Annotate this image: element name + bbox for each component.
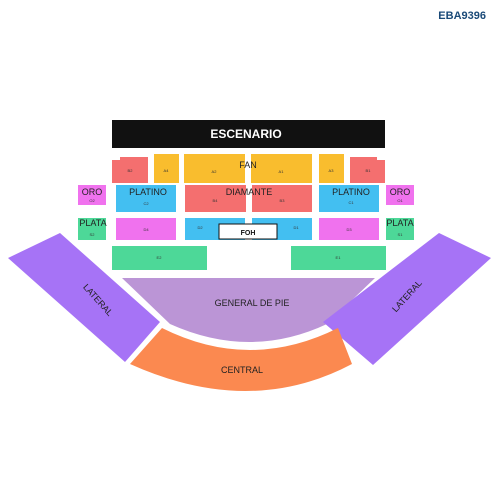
event-code: EBA9396: [438, 10, 486, 22]
section-e2[interactable]: E2: [112, 246, 207, 270]
section-lateral-right[interactable]: LATERAL: [323, 233, 491, 365]
svg-text:FOH: FOH: [241, 230, 256, 237]
section-lateral-left[interactable]: LATERAL: [8, 233, 160, 362]
svg-text:S1: S1: [398, 232, 404, 237]
svg-text:E2: E2: [157, 255, 163, 260]
svg-text:GENERAL DE PIE: GENERAL DE PIE: [215, 298, 290, 308]
svg-text:PLATA: PLATA: [79, 218, 106, 228]
svg-text:D1: D1: [293, 225, 299, 230]
svg-text:B2: B2: [128, 168, 134, 173]
svg-text:A4: A4: [164, 168, 170, 173]
svg-text:O1: O1: [397, 198, 403, 203]
svg-text:B4: B4: [213, 198, 219, 203]
section-s2[interactable]: PLATA S2: [78, 218, 107, 240]
svg-text:PLATINO: PLATINO: [332, 187, 370, 197]
svg-text:O2: O2: [89, 198, 95, 203]
section-a3[interactable]: A3: [319, 154, 344, 183]
stage: [112, 120, 385, 148]
svg-text:PLATINO: PLATINO: [129, 187, 167, 197]
svg-text:ORO: ORO: [390, 187, 411, 197]
svg-text:PLATA: PLATA: [386, 218, 413, 228]
svg-text:D4: D4: [143, 227, 149, 232]
svg-text:A1: A1: [279, 169, 285, 174]
stage-label: ESCENARIO: [210, 127, 281, 141]
section-d4[interactable]: D4: [116, 218, 176, 240]
diamante-label: DIAMANTE: [226, 187, 273, 197]
section-d3[interactable]: D3: [319, 218, 379, 240]
section-general-de-pie[interactable]: GENERAL DE PIE: [122, 278, 375, 342]
svg-text:ORO: ORO: [82, 187, 103, 197]
section-c2[interactable]: PLATINO C2: [116, 185, 176, 212]
svg-text:B3: B3: [280, 198, 286, 203]
svg-text:B1: B1: [366, 168, 372, 173]
section-a1[interactable]: A1: [251, 154, 312, 183]
section-b1[interactable]: B1: [350, 157, 385, 183]
svg-text:CENTRAL: CENTRAL: [221, 365, 263, 375]
svg-text:C1: C1: [348, 200, 354, 205]
svg-text:S2: S2: [90, 232, 96, 237]
svg-text:A3: A3: [329, 168, 335, 173]
svg-text:E1: E1: [336, 255, 342, 260]
section-e1[interactable]: E1: [291, 246, 386, 270]
section-central[interactable]: CENTRAL: [130, 328, 352, 391]
svg-text:C2: C2: [143, 201, 149, 206]
section-b2[interactable]: B2: [112, 157, 148, 183]
section-a2[interactable]: A2: [184, 154, 245, 183]
section-b3[interactable]: B3: [252, 185, 312, 212]
svg-text:A2: A2: [212, 169, 218, 174]
svg-text:D2: D2: [197, 225, 203, 230]
section-o2[interactable]: ORO O2: [78, 185, 106, 205]
fan-label: FAN: [239, 160, 257, 170]
foh-booth: FOH: [218, 223, 278, 240]
section-a4[interactable]: A4: [154, 154, 179, 183]
section-c1[interactable]: PLATINO C1: [319, 185, 379, 212]
svg-text:D3: D3: [346, 227, 352, 232]
section-o1[interactable]: ORO O1: [386, 185, 414, 205]
section-s1[interactable]: PLATA S1: [386, 218, 414, 240]
section-b4[interactable]: B4: [185, 185, 246, 212]
